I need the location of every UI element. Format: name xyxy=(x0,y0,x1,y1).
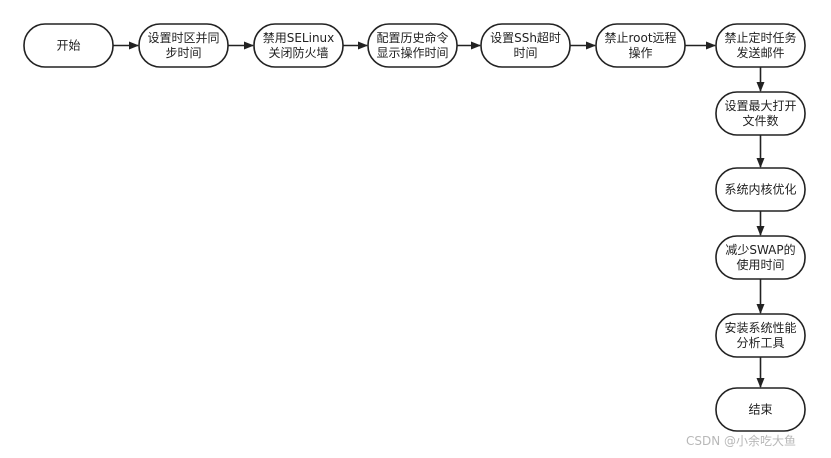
node-box xyxy=(715,91,806,136)
node-label: 设置SSh超时 xyxy=(490,30,561,45)
nodes: 开始设置时区并同步时间禁用SELinux关闭防火墙配置历史命令显示操作时间设置S… xyxy=(23,23,806,432)
node-label: 时间 xyxy=(513,46,537,60)
node-label: 发送邮件 xyxy=(736,45,784,60)
node-label: 使用时间 xyxy=(736,257,784,272)
node-label: 设置最大打开 xyxy=(724,99,796,113)
node-label: 分析工具 xyxy=(736,336,784,350)
node-label: 禁止定时任务 xyxy=(724,30,796,45)
node-label: 结束 xyxy=(748,403,772,417)
node-label: 减少SWAP的 xyxy=(725,242,795,257)
node-box xyxy=(480,23,571,68)
node-label: 步时间 xyxy=(165,46,201,60)
node-box xyxy=(715,23,806,68)
node-start: 开始 xyxy=(23,23,114,68)
node-label: 禁用SELinux xyxy=(263,31,335,45)
node-box xyxy=(367,23,458,68)
node-kernel: 系统内核优化 xyxy=(715,167,806,212)
node-box xyxy=(715,313,806,358)
node-label: 显示操作时间 xyxy=(376,45,448,60)
node-box xyxy=(23,23,114,68)
node-label: 设置时区并同 xyxy=(147,31,219,45)
node-end: 结束 xyxy=(715,387,806,432)
node-box xyxy=(715,235,806,280)
node-box xyxy=(715,167,806,212)
node-label: 开始 xyxy=(56,39,80,53)
node-label: 安装系统性能 xyxy=(724,320,796,335)
node-box xyxy=(138,23,229,68)
edges xyxy=(113,41,765,388)
node-label: 操作 xyxy=(628,45,652,60)
node-label: 系统内核优化 xyxy=(724,183,796,197)
node-label: 关闭防火墙 xyxy=(268,45,328,60)
node-label: 禁止root远程 xyxy=(604,30,676,45)
node-box xyxy=(253,23,344,68)
watermark: CSDN @小余吃大鱼 xyxy=(686,434,797,448)
node-label: 配置历史命令 xyxy=(376,30,448,45)
node-box xyxy=(715,387,806,432)
node-label: 文件数 xyxy=(742,113,778,128)
node-box xyxy=(595,23,686,68)
